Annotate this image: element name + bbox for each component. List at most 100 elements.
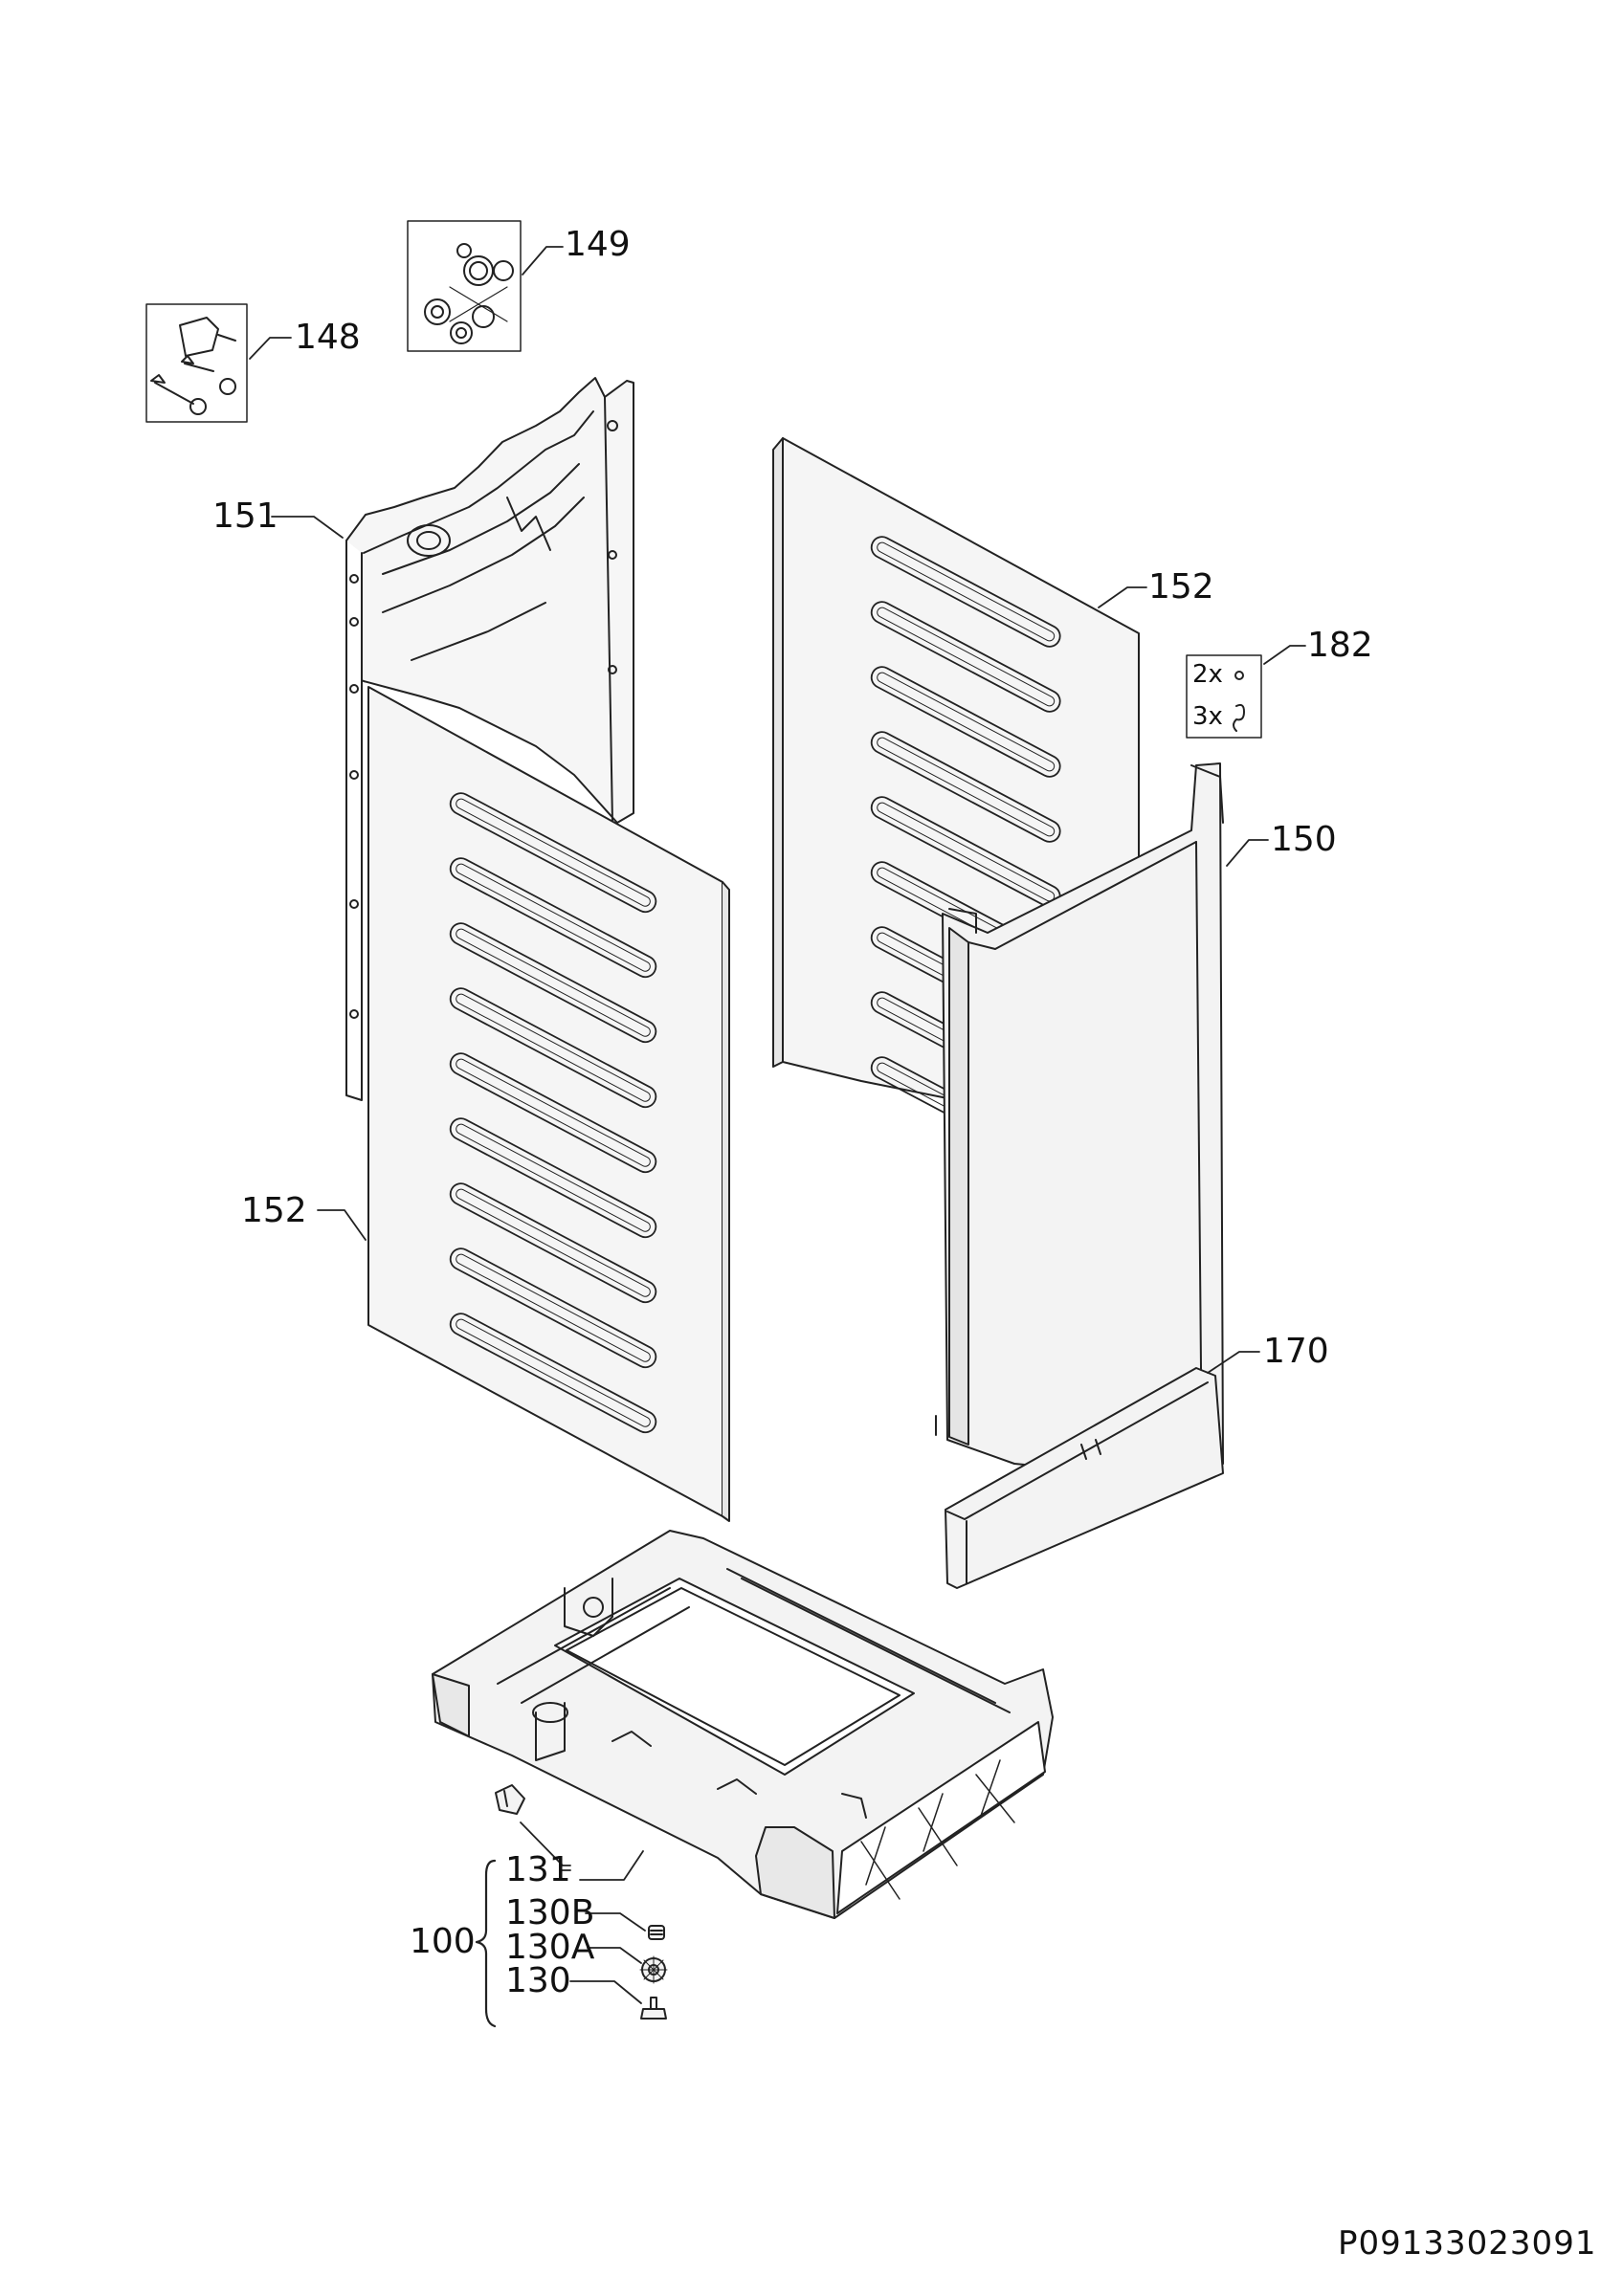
panel-rib xyxy=(449,1052,657,1174)
panel-rib-inner xyxy=(456,928,651,1037)
kickplate-outline xyxy=(945,1367,1224,1589)
part-130A-toothed-washer xyxy=(639,1955,668,1984)
panel-rib xyxy=(449,1247,657,1369)
panel-rib-inner xyxy=(456,1123,651,1232)
front-panel-top-edge xyxy=(967,841,1197,950)
callout-130B: 130B xyxy=(505,1893,595,1932)
part-182-frame xyxy=(1186,654,1262,739)
callout-152-left: 152 xyxy=(241,1191,307,1230)
frame-hole-c xyxy=(349,684,359,694)
cap-bottom-inner xyxy=(456,327,467,339)
base-front-lattice-frame xyxy=(836,1721,1046,1914)
base-foot-socket xyxy=(841,1793,867,1819)
base-hose-port xyxy=(583,1597,604,1618)
screw-1 xyxy=(181,355,214,372)
leader-130B xyxy=(585,1912,646,1932)
front-panel-right-edge xyxy=(1195,841,1203,1474)
leader-149 xyxy=(522,246,564,276)
leader-148 xyxy=(249,337,292,360)
washer-2 xyxy=(189,398,207,415)
part-148-frame xyxy=(145,303,248,423)
front-panel-top-lip xyxy=(1190,764,1224,824)
panel-front-embossed-ribs xyxy=(449,792,657,1434)
panel-rib xyxy=(449,857,657,979)
cap-center xyxy=(472,305,495,328)
callout-170: 170 xyxy=(1263,1332,1329,1371)
base-pump-port xyxy=(532,1702,568,1723)
part-150-front-panel xyxy=(935,762,1224,1482)
panel-rib xyxy=(870,601,1061,713)
base-back-rails xyxy=(726,1568,1011,1713)
base-pump-housing xyxy=(535,1702,566,1761)
base-lattice xyxy=(860,1759,1015,1900)
frame-hole-g xyxy=(607,420,618,431)
base-left-front-corner xyxy=(432,1673,470,1737)
leader-150 xyxy=(1226,839,1269,867)
kickplate-clips xyxy=(1080,1439,1101,1460)
panel-rib-inner xyxy=(456,1318,651,1427)
panel-rib-inner xyxy=(456,1188,651,1297)
frame-hole-b xyxy=(349,617,359,627)
frame-inner-rib-2 xyxy=(382,497,585,613)
bolt-head xyxy=(179,317,219,357)
panel-rib xyxy=(449,987,657,1109)
part-149-cap-kit xyxy=(407,220,522,352)
cross-strap xyxy=(449,286,508,322)
leader-170 xyxy=(1207,1351,1260,1374)
front-panel-corner xyxy=(948,908,977,934)
panel-rib xyxy=(870,536,1061,648)
frame-hole-d xyxy=(349,770,359,780)
kit-182-qty-b: 3x xyxy=(1192,702,1223,731)
callout-100: 100 xyxy=(410,1922,476,1961)
panel-rib-inner xyxy=(877,607,1056,707)
ring-right xyxy=(493,260,514,281)
part-149-frame xyxy=(407,220,522,352)
part-170-kickplate xyxy=(945,1367,1224,1589)
base-clips xyxy=(611,1731,757,1795)
part-131-clip xyxy=(495,1784,525,1815)
front-panel-outline xyxy=(942,762,1224,1482)
frame-inner-rib-1 xyxy=(382,463,580,575)
cap-left xyxy=(424,298,451,325)
callout-150: 150 xyxy=(1271,820,1337,859)
leader-130A xyxy=(587,1947,642,1964)
panel-rib-inner xyxy=(456,993,651,1102)
fastener-nut xyxy=(1234,671,1244,680)
frame-hole-inner xyxy=(416,531,441,550)
panel-back-flange xyxy=(772,437,784,1068)
document-code: P09133023091 xyxy=(1338,2224,1597,2263)
part-100-base-tray xyxy=(432,1530,1054,1919)
part-130B-foot-cap xyxy=(648,1925,665,1940)
front-panel-side xyxy=(948,927,969,1446)
callout-152-top: 152 xyxy=(1148,567,1214,607)
callout-182: 182 xyxy=(1307,626,1373,665)
part-182-fastener-kit xyxy=(1186,654,1262,739)
frame-right-edge xyxy=(604,396,613,824)
panel-rib xyxy=(870,731,1061,843)
leader-100-to-base xyxy=(579,1850,644,1881)
panel-rib xyxy=(449,792,657,914)
frame-hole-i xyxy=(608,665,617,674)
frame-outline xyxy=(345,377,634,824)
callout-131: 131 xyxy=(505,1850,571,1889)
base-hose-mount xyxy=(564,1578,613,1637)
frame-hole-a xyxy=(349,574,359,584)
panel-rib-inner xyxy=(456,798,651,907)
fastener-clip xyxy=(1233,703,1245,732)
part-148-hardware-kit xyxy=(145,303,248,423)
part-130-adjustable-foot xyxy=(640,1997,667,2020)
kit-182-qty-a: 2x xyxy=(1192,660,1223,689)
frame-hole-e xyxy=(349,899,359,909)
frame-bracket xyxy=(506,497,551,551)
bolt-shank xyxy=(217,334,236,342)
leader-131-pointer xyxy=(520,1821,571,1866)
frame-hole xyxy=(407,524,451,557)
leader-182 xyxy=(1263,645,1306,665)
panel-rib-inner xyxy=(456,863,651,972)
cap-small xyxy=(456,243,472,258)
base-right-front-corner xyxy=(755,1826,835,1919)
panel-front-flange xyxy=(722,881,730,1522)
panel-rib-inner xyxy=(877,737,1056,837)
